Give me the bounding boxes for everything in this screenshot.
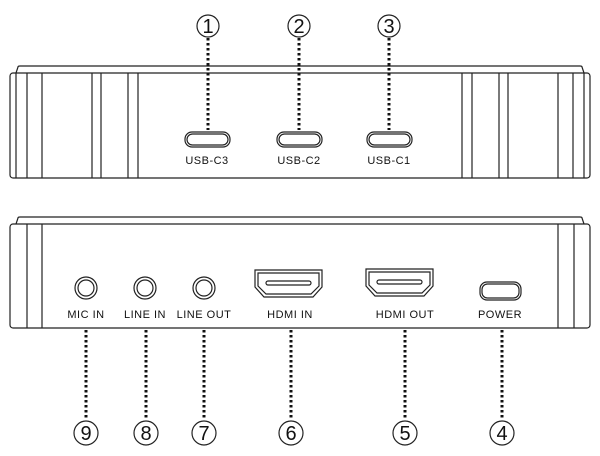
usb-c1-label: USB-C1 bbox=[367, 155, 410, 167]
power-label: POWER bbox=[478, 309, 522, 321]
callout-1: 1 bbox=[202, 16, 213, 38]
usb-c3-label: USB-C3 bbox=[185, 155, 228, 167]
callout-4: 4 bbox=[496, 423, 507, 445]
usb-c2-port: USB-C2 2 bbox=[276, 14, 323, 167]
callout-6: 6 bbox=[285, 423, 296, 445]
callout-7: 7 bbox=[198, 423, 209, 445]
callout-8: 8 bbox=[140, 423, 151, 445]
top-panel: USB-C3 1 USB-C2 2 USB-C1 3 bbox=[9, 14, 591, 179]
callout-9: 9 bbox=[80, 423, 91, 445]
mic-in-port: MIC IN 9 bbox=[67, 276, 104, 446]
hdmi-out-port: HDMI OUT 5 bbox=[365, 268, 434, 446]
callout-3: 3 bbox=[383, 16, 394, 38]
line-out-label: LINE OUT bbox=[177, 309, 232, 321]
mic-in-label: MIC IN bbox=[67, 309, 104, 321]
usb-c3-port: USB-C3 1 bbox=[184, 14, 231, 167]
line-in-label: LINE IN bbox=[124, 309, 166, 321]
usb-c1-port: USB-C1 3 bbox=[366, 14, 413, 167]
hdmi-in-label: HDMI IN bbox=[267, 309, 313, 321]
hdmi-out-label: HDMI OUT bbox=[376, 309, 434, 321]
line-in-port: LINE IN 8 bbox=[124, 276, 166, 446]
usb-c2-label: USB-C2 bbox=[277, 155, 320, 167]
callout-2: 2 bbox=[293, 16, 304, 38]
power-port: POWER 4 bbox=[478, 281, 522, 446]
hdmi-in-port: HDMI IN 6 bbox=[254, 269, 323, 446]
line-out-port: LINE OUT 7 bbox=[177, 276, 232, 446]
bottom-panel: MIC IN 9 LINE IN 8 LINE OUT 7 HDMI IN bbox=[9, 216, 591, 446]
callout-5: 5 bbox=[399, 423, 410, 445]
